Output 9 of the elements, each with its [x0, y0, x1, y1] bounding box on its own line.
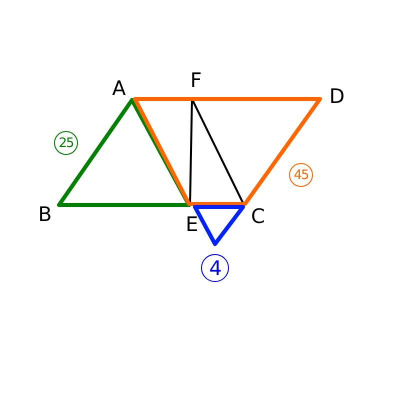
circled-number: 25 — [54, 131, 78, 155]
point-label: A — [112, 78, 126, 98]
point-label: B — [38, 204, 52, 224]
point-label: C — [251, 206, 265, 226]
point-label: E — [186, 214, 198, 234]
point-label: D — [329, 86, 345, 106]
point-label: F — [190, 70, 202, 90]
circled-number: 4 — [201, 254, 229, 282]
circled-number: 45 — [289, 163, 313, 187]
